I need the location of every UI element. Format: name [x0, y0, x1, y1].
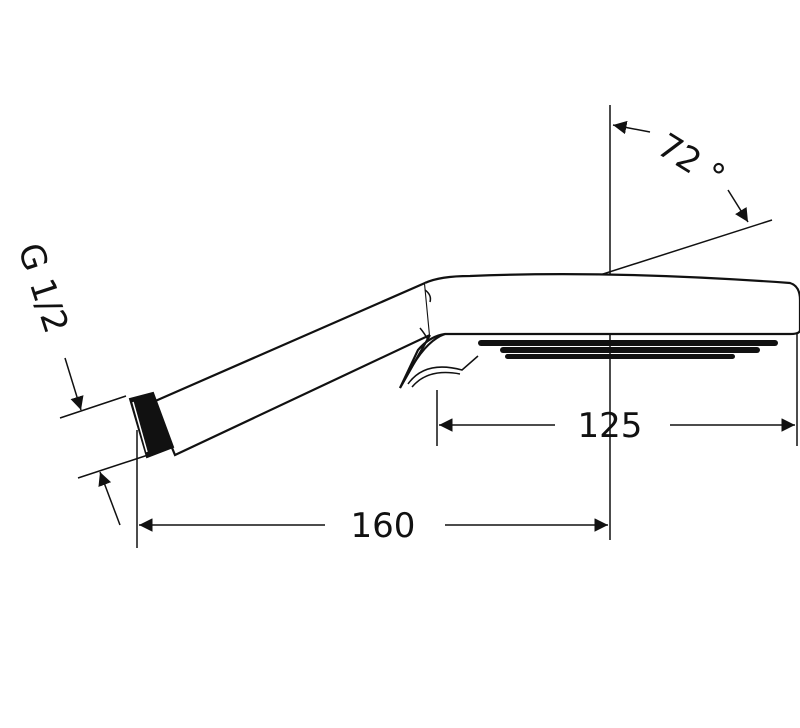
- dim-label-125: 125: [578, 406, 643, 446]
- dim-label-160: 160: [351, 506, 416, 546]
- angle-arrow-bottom: [727, 189, 749, 223]
- thread-dim-arrow-bottom: [98, 471, 121, 526]
- spray-nozzles: [478, 340, 778, 359]
- thread-dim-arrow-top: [64, 357, 84, 411]
- dim-label-angle: 72 °: [650, 126, 731, 198]
- handle-body: [151, 281, 432, 457]
- shower-head: [399, 273, 800, 389]
- dim-label-thread: G 1/2: [9, 238, 75, 338]
- thread-connector: [128, 391, 175, 459]
- angle-arrow-top: [612, 120, 651, 135]
